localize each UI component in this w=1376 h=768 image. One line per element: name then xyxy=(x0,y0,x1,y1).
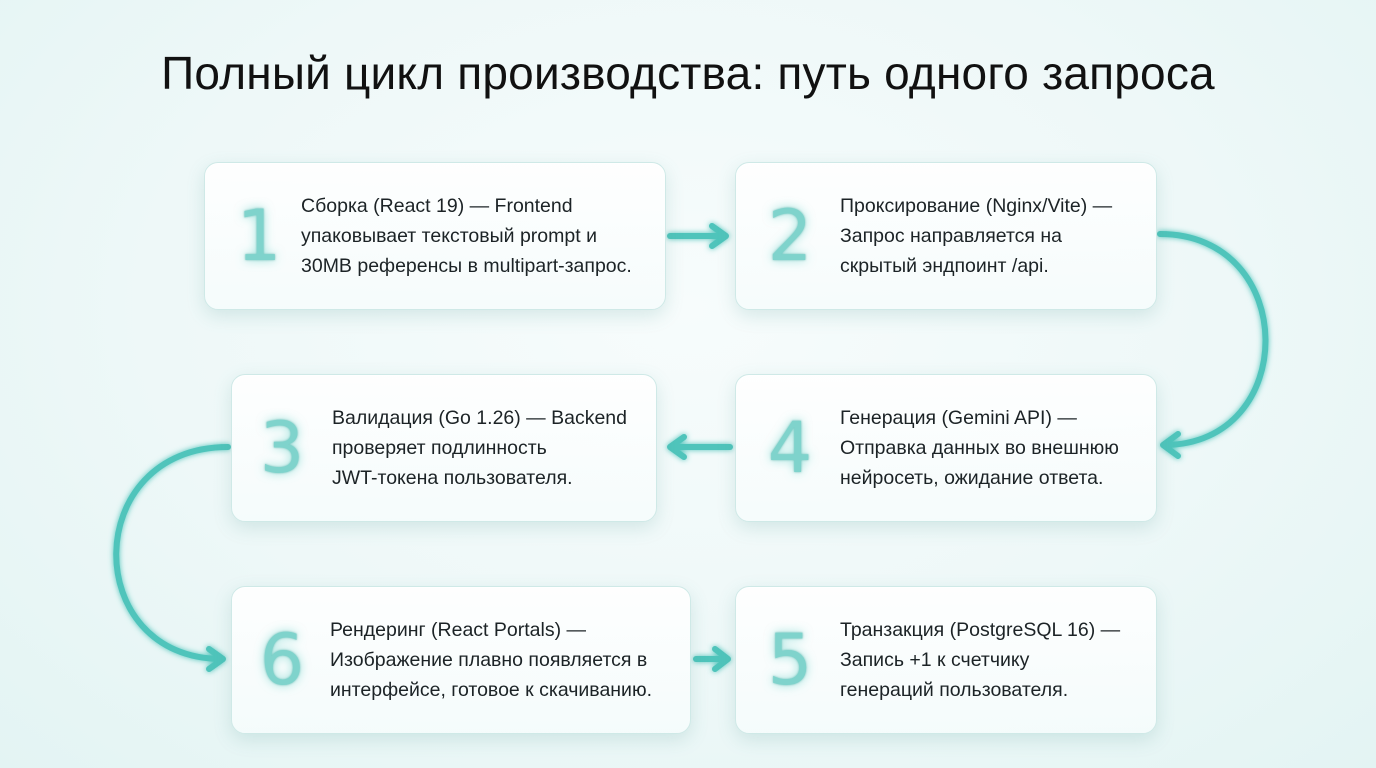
step-number: 3 xyxy=(259,407,305,489)
step-line: Транзакция (PostgreSQL 16) — xyxy=(840,619,1121,641)
step-line: Генерация (Gemini API) — xyxy=(840,407,1077,429)
step-line: нейросеть, ожидание ответа. xyxy=(840,467,1104,489)
step-line: генераций пользователя. xyxy=(840,679,1069,701)
step-line: Рендеринг (React Portals) — xyxy=(330,619,586,641)
step-card-6: 6 Рендеринг (React Portals) — Изображени… xyxy=(231,586,691,734)
step-description: Проксирование (Nginx/Vite) — Запрос напр… xyxy=(840,191,1156,281)
step-number: 5 xyxy=(767,619,813,701)
step-line: скрытый эндпоинт /api. xyxy=(840,255,1049,277)
step-card-1: 1 Сборка (React 19) — Frontend упаковыва… xyxy=(204,162,666,310)
step-line: упаковывает текстовый prompt и xyxy=(301,225,597,247)
arrowhead-6-to-5 xyxy=(712,646,731,672)
step-card-5: 5 Транзакция (PostgreSQL 16) — Запись +1… xyxy=(735,586,1157,734)
step-line: 30MB референсы в multipart-запрос. xyxy=(301,255,632,277)
curve-3-to-6 xyxy=(113,444,231,662)
step-card-3: 3 Валидация (Go 1.26) — Backend проверяе… xyxy=(231,374,657,522)
step-description: Валидация (Go 1.26) — Backend проверяет … xyxy=(332,403,656,493)
arrowhead-2-to-4 xyxy=(1160,431,1181,459)
step-number: 6 xyxy=(259,619,305,701)
step-line: Запрос направляется на xyxy=(840,225,1063,247)
step-line: Проксирование (Nginx/Vite) — xyxy=(840,195,1113,217)
step-description: Транзакция (PostgreSQL 16) — Запись +1 к… xyxy=(840,615,1156,705)
step-card-4: 4 Генерация (Gemini API) — Отправка данн… xyxy=(735,374,1157,522)
step-description: Генерация (Gemini API) — Отправка данных… xyxy=(840,403,1156,493)
step-description: Сборка (React 19) — Frontend упаковывает… xyxy=(301,191,665,281)
step-number: 4 xyxy=(767,407,813,489)
step-line: Валидация (Go 1.26) — Backend xyxy=(332,407,627,429)
step-number: 2 xyxy=(767,195,813,277)
arrowhead-1-to-2 xyxy=(709,223,729,249)
arrowhead-3-to-6 xyxy=(206,646,226,672)
step-line: Изображение плавно появляется в xyxy=(330,649,648,671)
step-line: Отправка данных во внешнюю xyxy=(840,437,1119,459)
step-line: интерфейсе, готовое к скачиванию. xyxy=(330,679,652,701)
arrowhead-4-to-3 xyxy=(667,434,687,460)
step-line: Сборка (React 19) — Frontend xyxy=(301,195,573,217)
curve-2-to-4 xyxy=(1157,231,1269,448)
step-line: Запись +1 к счетчику xyxy=(840,649,1030,671)
step-number: 1 xyxy=(236,195,282,277)
step-description: Рендеринг (React Portals) — Изображение … xyxy=(330,615,690,705)
page-title: Полный цикл производства: путь одного за… xyxy=(161,47,1215,99)
step-card-2: 2 Проксирование (Nginx/Vite) — Запрос на… xyxy=(735,162,1157,310)
step-line: JWT-токена пользователя. xyxy=(332,467,573,489)
step-line: проверяет подлинность xyxy=(332,437,547,459)
